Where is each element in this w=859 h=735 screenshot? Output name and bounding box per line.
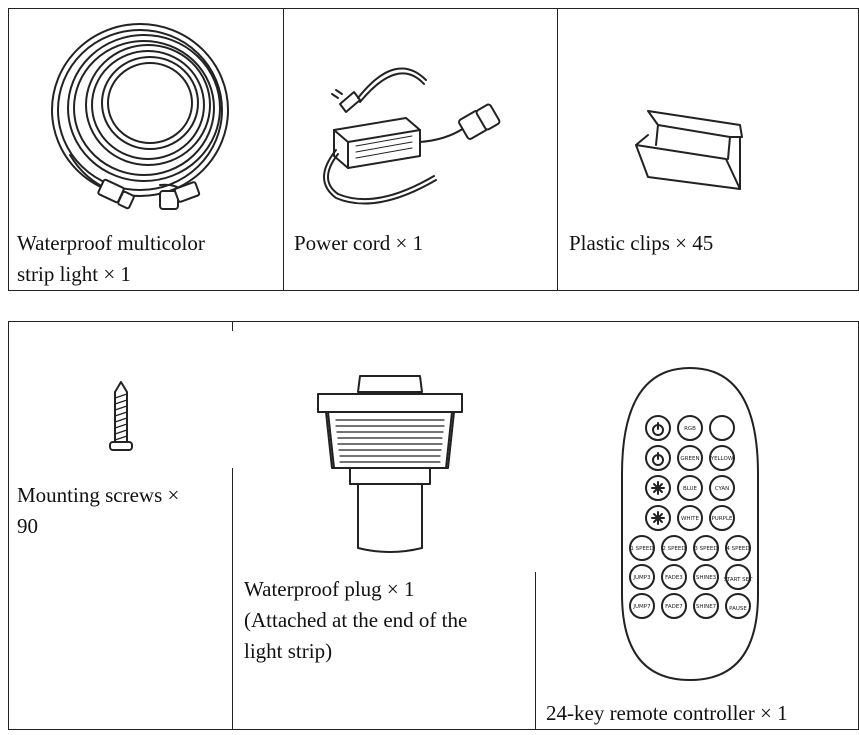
top-table-divider-2 xyxy=(557,8,558,291)
remote-btn-start-set: START SET xyxy=(723,577,753,583)
remote-btn-rgb: RGB xyxy=(684,426,696,432)
bottom-table-divider-1 xyxy=(232,321,233,331)
remote-btn-speed3: 3 SPEED xyxy=(694,546,717,552)
remote-btn-speed1: 1 SPEED xyxy=(630,546,653,552)
waterproof-plug-icon xyxy=(312,372,468,556)
top-table-divider-1 xyxy=(283,8,284,291)
remote-btn-green: GREEN xyxy=(680,456,699,462)
remote-btn-fade7: FADE7 xyxy=(665,604,683,610)
remote-btn-speed2: 2 SPEED xyxy=(662,546,685,552)
remote-btn-yellow: YELLOW xyxy=(710,456,734,462)
remote-btn-blue: BLUE xyxy=(683,486,698,492)
strip-light-caption: Waterproof multicolor strip light × 1 xyxy=(17,231,205,286)
plastic-clips-caption: Plastic clips × 45 xyxy=(569,231,714,255)
plastic-clip-icon xyxy=(630,105,750,200)
bottom-table-divider-1b xyxy=(232,468,233,730)
coiled-strip-light-icon xyxy=(40,15,240,225)
bottom-table-divider-2 xyxy=(535,572,536,730)
remote-btn-shine3: SHINE3 xyxy=(696,575,717,581)
screw-icon xyxy=(106,380,136,460)
power-cord-icon xyxy=(316,50,526,210)
remote-btn-jump7: JUMP7 xyxy=(632,604,651,610)
remote-btn-jump3: JUMP3 xyxy=(632,575,651,581)
remote-controller-icon: RGB GREEN YELLOW BLUE CYAN WHITE PURPLE … xyxy=(612,364,768,684)
remote-btn-speed4: 4 SPEED xyxy=(726,546,749,552)
power-cord-caption: Power cord × 1 xyxy=(294,231,424,255)
remote-btn-pause: PAUSE xyxy=(729,606,747,612)
remote-controller-caption: 24-key remote controller × 1 xyxy=(546,701,788,725)
remote-btn-white: WHITE xyxy=(681,516,700,522)
remote-btn-fade3: FADE3 xyxy=(665,575,683,581)
remote-btn-purple: PURPLE xyxy=(711,516,733,522)
waterproof-plug-caption: Waterproof plug × 1 (Attached at the end… xyxy=(244,577,468,663)
remote-btn-shine7: SHINE7 xyxy=(696,604,717,610)
mounting-screws-caption: Mounting screws × 90 xyxy=(17,483,180,538)
remote-btn-cyan: CYAN xyxy=(715,486,730,492)
